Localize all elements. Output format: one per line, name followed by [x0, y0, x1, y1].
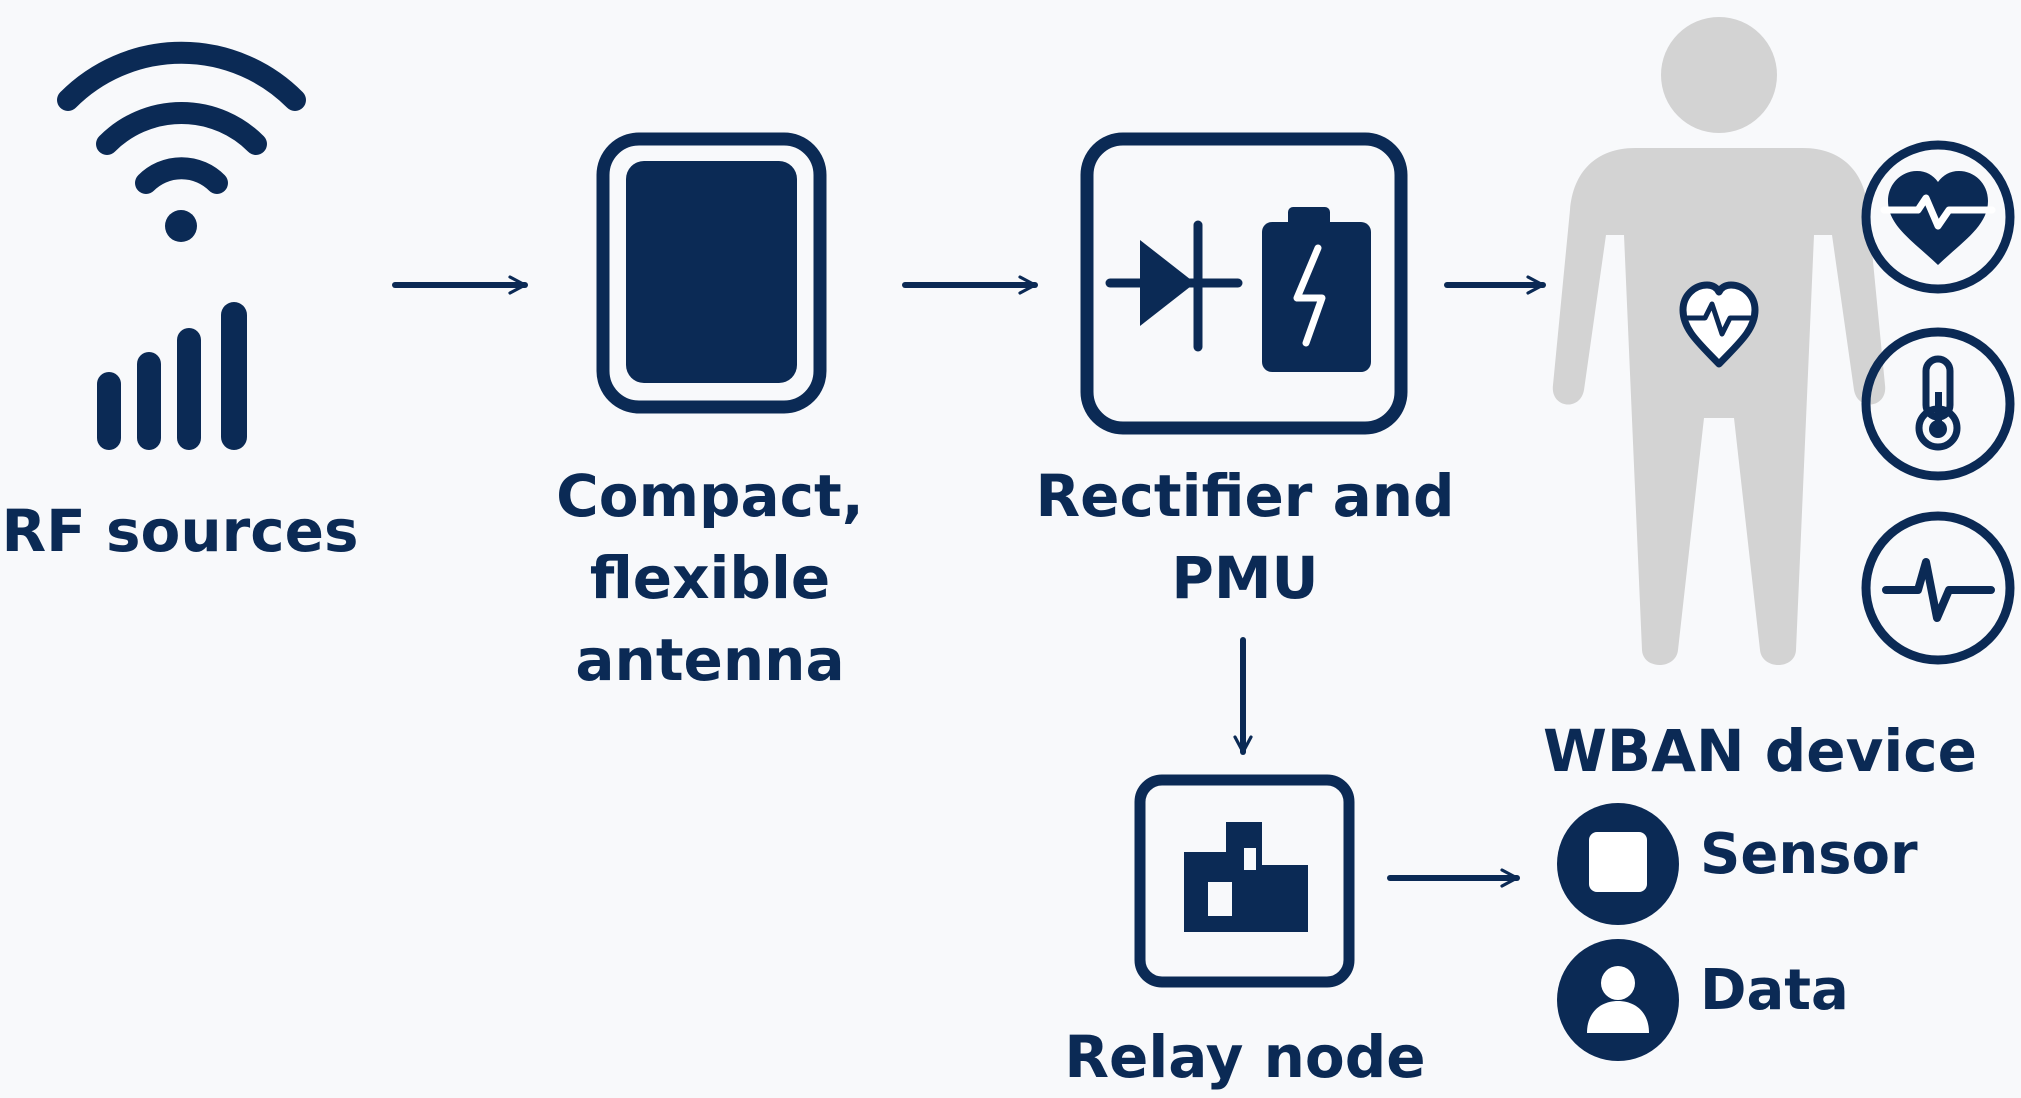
legend-data-label: Data	[1700, 958, 1849, 1023]
rf-sources-label: RF sources	[1, 497, 359, 565]
thermometer-icon	[1861, 327, 2015, 481]
signal-bars-icon	[97, 302, 247, 450]
diode-icon	[1105, 220, 1243, 352]
body-heart-icon	[1679, 281, 1759, 368]
relay-node-label: Relay node	[1064, 1023, 1426, 1091]
antenna-label-line-1: Compact,	[556, 462, 864, 530]
human-body-icon	[1552, 17, 1886, 665]
sensor-icon	[1557, 803, 1679, 925]
antenna-label: Compact, flexible antenna	[520, 455, 900, 701]
pulse-wave-icon	[1861, 511, 2015, 665]
wifi-icon	[57, 41, 306, 242]
battery-charging-icon	[1262, 207, 1371, 372]
antenna-label-line-2: flexible	[589, 544, 831, 612]
relay-node-icon	[1134, 774, 1355, 988]
user-data-icon	[1557, 939, 1679, 1061]
rectifier-pmu-box	[1080, 132, 1408, 435]
heart-rate-icon	[1861, 140, 2015, 294]
rectifier-label-line-1: Rectifier and	[1035, 462, 1455, 530]
wban-device-label: WBAN device	[1542, 717, 1978, 785]
antenna-patch-icon	[596, 132, 827, 414]
rectifier-label-line-2: PMU	[1171, 544, 1319, 612]
legend-sensor-label: Sensor	[1700, 822, 1918, 887]
rectifier-label: Rectifier and PMU	[1030, 455, 1460, 619]
antenna-label-line-3: antenna	[575, 626, 845, 694]
